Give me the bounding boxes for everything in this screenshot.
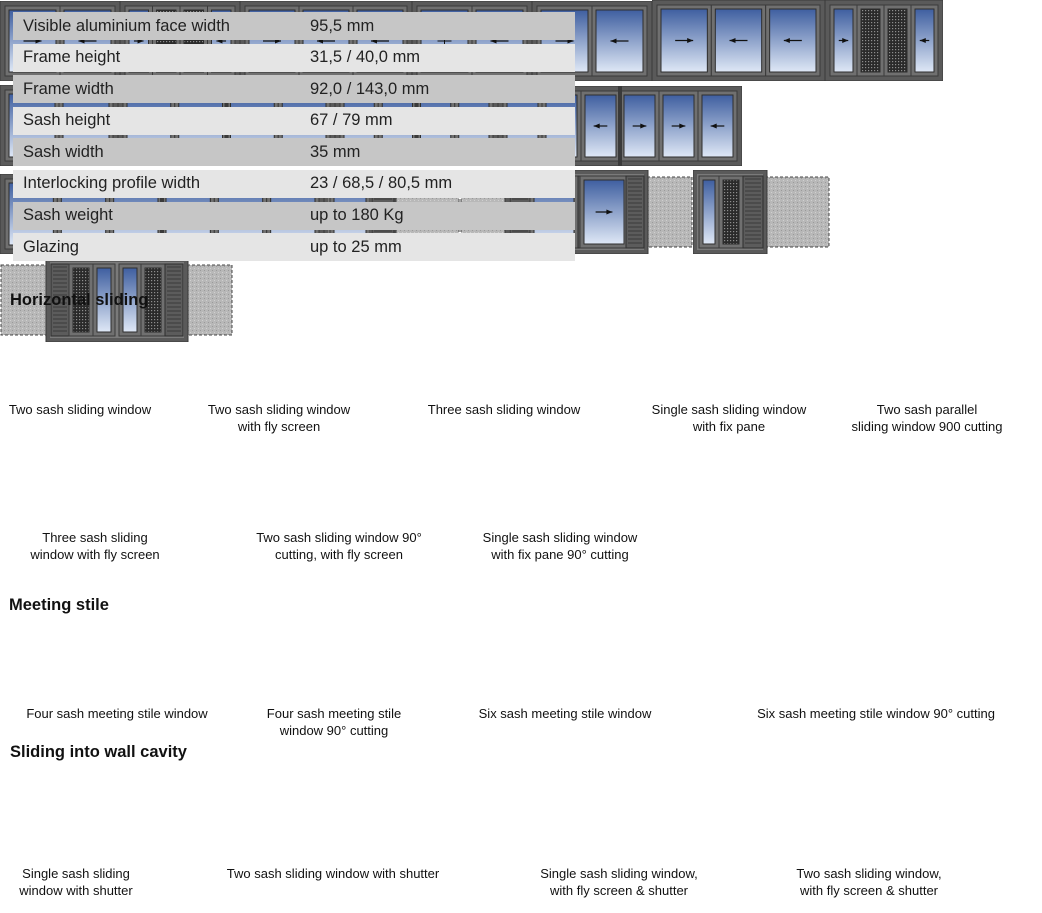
spec-value: 67 / 79 mm (310, 111, 393, 130)
two-sash-caption: Two sash sliding window (8, 402, 152, 417)
six-meeting-90-caption: Six sash meeting stile window 90° cuttin… (757, 706, 995, 721)
spec-value: up to 180 Kg (310, 206, 404, 225)
spec-value: 95,5 mm (310, 16, 375, 35)
spec-value: up to 25 mm (310, 237, 402, 256)
single-shutter-caption: Single sash sliding window with shutter (19, 866, 133, 898)
four-meeting-90-caption: Four sash meeting stile window 90° cutti… (266, 706, 402, 738)
spec-row: Frame height 31,5 / 40,0 mm (13, 43, 575, 72)
four-meeting-caption: Four sash meeting stile window (26, 706, 208, 721)
two-fly-shutter-drawing (0, 257, 233, 343)
spec-label: Glazing (23, 237, 79, 256)
spec-row: Interlocking profile width 23 / 68,5 / 80… (13, 169, 575, 198)
spec-row: Frame width 92,0 / 143,0 mm (13, 75, 575, 104)
spec-table: Visible aluminium face width 95,5 mm Fram… (13, 12, 575, 265)
spec-label: Interlocking profile width (23, 174, 201, 193)
spec-row: Sash height 67 / 79 mm (13, 106, 575, 135)
spec-value: 31,5 / 40,0 mm (310, 48, 421, 67)
two-90-fly-caption: Two sash sliding window 90° cutting, wit… (256, 530, 422, 562)
section-title-wall: Sliding into wall cavity (10, 743, 187, 761)
single-fix-90-caption: Single sash sliding window with fix pane… (482, 530, 638, 562)
spec-value: 23 / 68,5 / 80,5 mm (310, 174, 453, 193)
two-shutter-caption: Two sash sliding window with shutter (226, 866, 440, 881)
single-fix-caption: Single sash sliding window with fix pane (651, 402, 807, 434)
spec-label: Sash weight (23, 206, 113, 225)
two-90-fly-drawing (824, 0, 944, 82)
three-fly-drawing (651, 0, 826, 82)
spec-value: 35 mm (310, 142, 361, 161)
spec-label: Frame width (23, 79, 114, 98)
six-meeting-caption: Six sash meeting stile window (478, 706, 652, 721)
two-parallel-caption: Two sash parallel sliding window 900 cut… (851, 402, 1003, 434)
spec-row: Sash weight up to 180 Kg (13, 201, 575, 230)
section-title-meeting: Meeting stile (9, 596, 109, 614)
single-fly-shutter-caption: Single sash sliding window, with fly scr… (540, 866, 698, 898)
two-fly-shutter-caption: Two sash sliding window, with fly screen… (796, 866, 942, 898)
three-sash-caption: Three sash sliding window (427, 402, 581, 417)
spec-label: Sash height (23, 111, 111, 130)
section-title-horizontal: Horizontal sliding (10, 291, 149, 309)
spec-label: Sash width (23, 142, 104, 161)
spec-row: Sash width 35 mm (13, 138, 575, 167)
spec-label: Frame height (23, 48, 121, 67)
single-fly-shutter-drawing (692, 169, 830, 255)
three-fly-caption: Three sash sliding window with fly scree… (30, 530, 160, 562)
spec-value: 92,0 / 143,0 mm (310, 79, 430, 98)
spec-label: Visible aluminium face width (23, 16, 230, 35)
two-sash-fly-caption: Two sash sliding window with fly screen (207, 402, 351, 434)
spec-row: Visible aluminium face width 95,5 mm (13, 12, 575, 40)
spec-row: Glazing up to 25 mm (13, 233, 575, 262)
